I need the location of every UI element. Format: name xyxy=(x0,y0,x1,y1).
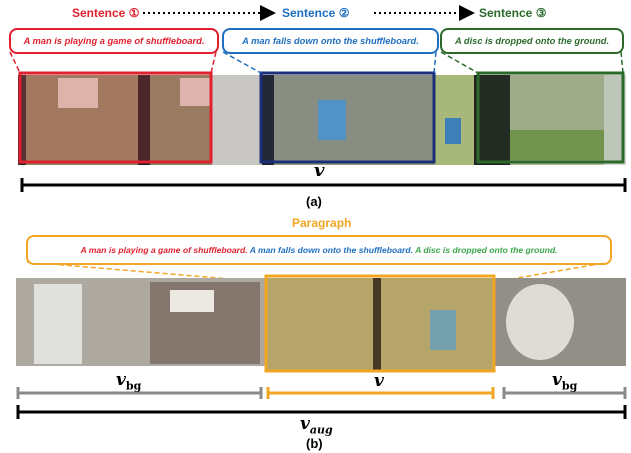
bg-left-sign xyxy=(170,290,214,312)
bg-left-door xyxy=(34,284,82,364)
bg-left-bar xyxy=(16,387,263,399)
bubble-connectors-a xyxy=(9,51,624,74)
paragraph-sentence-1: A man is playing a game of shuffleboard. xyxy=(80,245,248,255)
frame-2-lattice xyxy=(58,78,98,108)
caption-b: (b) xyxy=(306,436,323,451)
center-frame-dark xyxy=(373,278,381,371)
video-label-a: v xyxy=(314,160,325,181)
frame-4-lattice xyxy=(180,78,212,106)
frame-1 xyxy=(18,75,26,165)
paragraph-title: Paragraph xyxy=(292,216,352,230)
frame-3 xyxy=(138,75,150,165)
frame-8-grass xyxy=(510,130,620,160)
bg-right-bar xyxy=(502,387,627,399)
span-bar-a xyxy=(20,178,627,192)
frame-7-shirt xyxy=(445,118,461,144)
center-frame-shirt xyxy=(430,310,456,350)
paragraph-bubble: A man is playing a game of shuffleboard.… xyxy=(26,235,612,265)
sentence-bubble-2: A man falls down onto the shuffleboard. xyxy=(222,28,439,54)
highlight-tint-1 xyxy=(20,73,211,162)
bg-right-tint xyxy=(494,278,626,366)
highlight-tint-2 xyxy=(261,73,434,162)
center-highlight-box xyxy=(264,274,496,373)
bg-right-label: vbg xyxy=(552,370,577,392)
paragraph-sentence-3: A disc is dropped onto the ground. xyxy=(415,245,558,255)
span-bars-b xyxy=(16,387,627,419)
center-label: v xyxy=(374,371,384,391)
sentence-bubble-1: A man is playing a game of shuffleboard. xyxy=(9,28,219,54)
bg-left-label-base: v xyxy=(116,370,126,390)
sentence-bubble-3: A disc is dropped onto the ground. xyxy=(440,28,624,54)
sentence-header-3: Sentence ③ xyxy=(479,6,547,20)
paragraph-sentence-2: A man falls down onto the shuffleboard. xyxy=(249,245,413,255)
highlight-box-1 xyxy=(18,71,213,164)
frame-6-shirt xyxy=(318,100,346,140)
connector-1-right xyxy=(210,51,217,74)
frame-6-dark xyxy=(262,75,274,165)
bg-right-dog xyxy=(506,284,574,360)
connector-2-left xyxy=(222,51,262,74)
connector-3-left xyxy=(440,51,479,74)
aug-bar xyxy=(16,405,627,419)
caption-a: (a) xyxy=(306,194,322,209)
aug-label: vaug xyxy=(300,414,333,436)
highlight-tint-3 xyxy=(478,73,623,162)
bg-left-tint xyxy=(16,278,266,366)
center-frame-tint xyxy=(266,278,494,371)
video-strip-b xyxy=(16,274,626,373)
frame-6 xyxy=(262,75,434,165)
highlight-box-3 xyxy=(476,71,625,164)
highlight-box-2 xyxy=(259,71,436,164)
connector-1-left xyxy=(9,51,21,74)
aug-label-sub: aug xyxy=(309,423,333,437)
bg-left-label-sub: bg xyxy=(125,379,142,393)
frame-8-dark xyxy=(474,75,510,165)
aug-label-base: v xyxy=(300,414,310,434)
center-bar xyxy=(266,387,495,399)
bg-right-label-base: v xyxy=(552,370,562,390)
sentence-header-1: Sentence ① xyxy=(72,6,140,20)
connector-2-right xyxy=(433,51,437,74)
video-strip-a xyxy=(18,71,626,165)
bg-right-label-sub: bg xyxy=(561,379,578,393)
frame-5 xyxy=(212,75,264,165)
sentence-header-2: Sentence ② xyxy=(282,6,350,20)
frame-8-right xyxy=(604,75,626,165)
bg-left-label: vbg xyxy=(116,370,141,392)
connector-3-right xyxy=(620,51,624,74)
